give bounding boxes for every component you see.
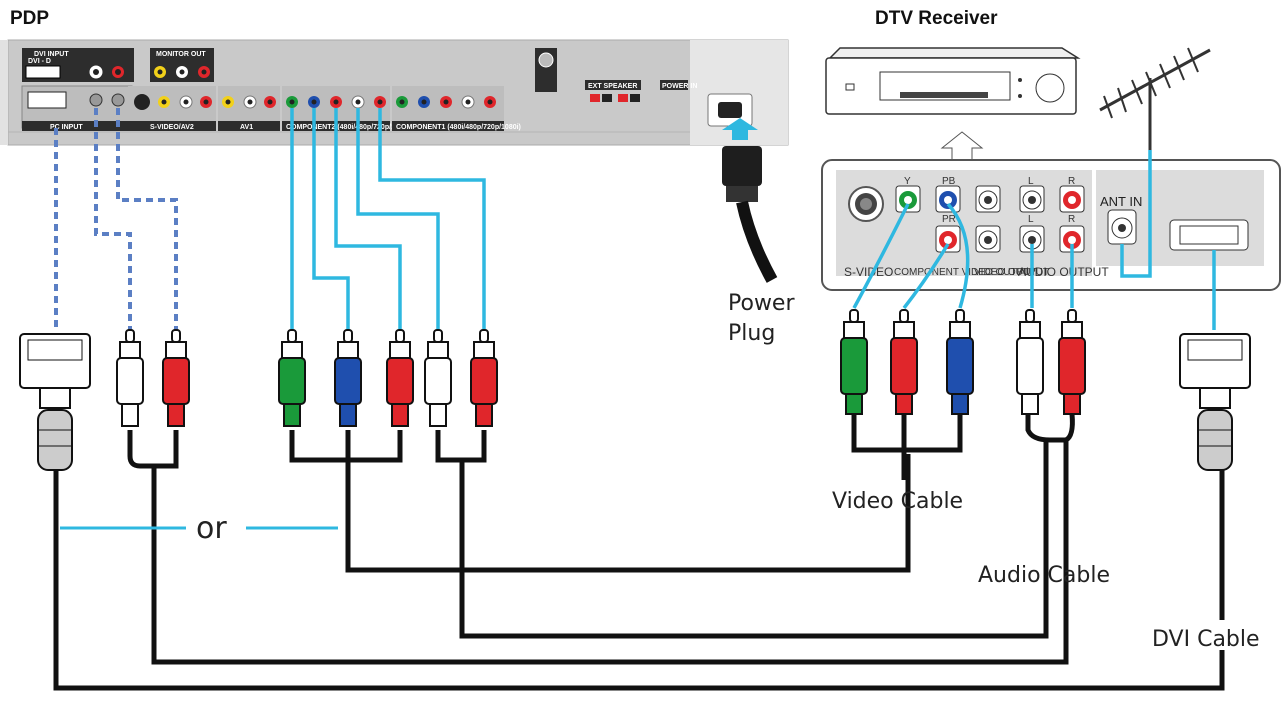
video-cable-label: Video Cable: [832, 489, 963, 514]
svg-text:Y: Y: [904, 176, 911, 187]
svg-text:R: R: [1068, 214, 1075, 225]
pc-input-block: PC INPUT: [21, 85, 133, 131]
dvi-input-block: DVI INPUT DVI - D: [22, 48, 134, 82]
svg-text:DVI - D: DVI - D: [28, 58, 51, 65]
svg-text:L: L: [1028, 176, 1034, 187]
svg-text:L: L: [1028, 214, 1034, 225]
svg-text:COMPONENT2 (480i/480p/720p/108: COMPONENT2 (480i/480p/720p/1080i): [286, 124, 411, 131]
receiver-cables: [852, 150, 1216, 330]
svg-text:AUDIO OUTPUT: AUDIO OUTPUT: [1018, 265, 1109, 279]
dtv-receiver-title: DTV Receiver: [875, 8, 998, 29]
audio-cable-label: Audio Cable: [978, 563, 1110, 588]
av1-block: AV1: [218, 86, 280, 131]
rca-plugs-component: [278, 329, 498, 427]
svg-text:COMPONENT VIDEO OUTPUT: COMPONENT VIDEO OUTPUT: [894, 267, 1037, 278]
rca-plugs-receiver-audio: [1016, 309, 1086, 415]
pdp-rear-panel: DVI INPUT DVI - D PC INPUT MONITOR OUT: [0, 39, 789, 146]
svg-text:or: or: [196, 511, 227, 546]
dvi-connector-right: [1179, 333, 1251, 471]
svg-text:DVI INPUT: DVI INPUT: [34, 51, 69, 58]
dashed-cables: [54, 108, 178, 330]
black-cables: [53, 413, 1225, 691]
monitor-out-block: MONITOR OUT: [150, 48, 214, 82]
svg-text:S-VIDEO: S-VIDEO: [844, 265, 893, 279]
svg-text:S-VIDEO/AV2: S-VIDEO/AV2: [150, 124, 194, 131]
pdp-title: PDP: [10, 8, 49, 29]
svg-text:VIDEO OUTPUT: VIDEO OUTPUT: [974, 267, 1049, 278]
power-plug-label-2: Plug: [728, 321, 775, 346]
rca-plugs-receiver-video: [840, 309, 974, 415]
component1-block: COMPONENT1 (480i/480p/720p/1080i): [392, 86, 521, 131]
dvi-connector-left: [19, 333, 91, 471]
component-cables: [290, 108, 486, 330]
power-plug-label-1: Power: [728, 291, 795, 316]
rca-plugs-pc-audio: [116, 329, 190, 427]
svg-text:ANT IN: ANT IN: [1100, 194, 1142, 209]
svg-text:EXT SPEAKER: EXT SPEAKER: [588, 83, 637, 90]
svideo-av2-block: S-VIDEO/AV2: [128, 86, 216, 131]
svg-text:PC INPUT: PC INPUT: [50, 124, 83, 131]
dtv-receiver-box: [825, 47, 1081, 161]
power-plug: [722, 118, 778, 283]
receiver-back-panel: Y PB PR L R L R ANT IN: [821, 159, 1281, 291]
svg-text:AV1: AV1: [240, 124, 253, 131]
ext-speaker-block: EXT SPEAKER: [585, 80, 641, 102]
svg-text:PR: PR: [942, 214, 956, 225]
panel-antenna-jack: [535, 48, 557, 92]
svg-text:MONITOR OUT: MONITOR OUT: [156, 51, 206, 58]
svg-text:POWER IN: POWER IN: [662, 83, 697, 90]
power-in-jack: POWER IN: [660, 80, 753, 127]
svg-text:COMPONENT1 (480i/480p/720p/108: COMPONENT1 (480i/480p/720p/1080i): [396, 124, 521, 131]
dvi-cable-label: DVI Cable: [1152, 627, 1260, 652]
svg-text:PB: PB: [942, 176, 956, 187]
svg-text:R: R: [1068, 176, 1075, 187]
or-annotation: or: [60, 511, 338, 546]
antenna-icon: [1099, 47, 1211, 160]
